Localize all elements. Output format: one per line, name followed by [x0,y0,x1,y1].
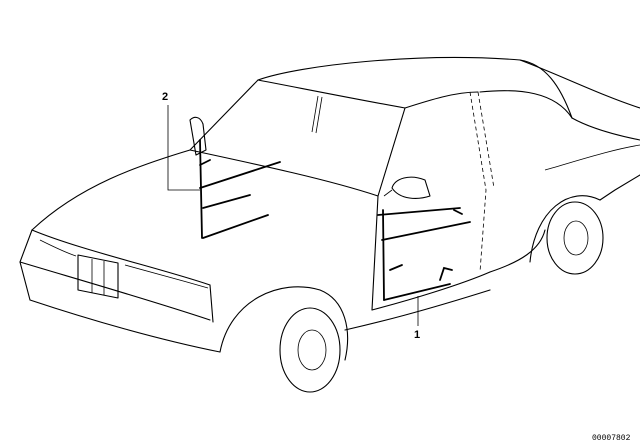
harness-dashboard [199,139,281,239]
callout-leaders [167,105,419,326]
callout-1-label: 1 [414,329,420,341]
car-body [19,57,640,393]
callout-2-label: 2 [162,91,168,103]
reference-code: 00007802 [592,434,631,443]
harness-door [377,207,471,301]
